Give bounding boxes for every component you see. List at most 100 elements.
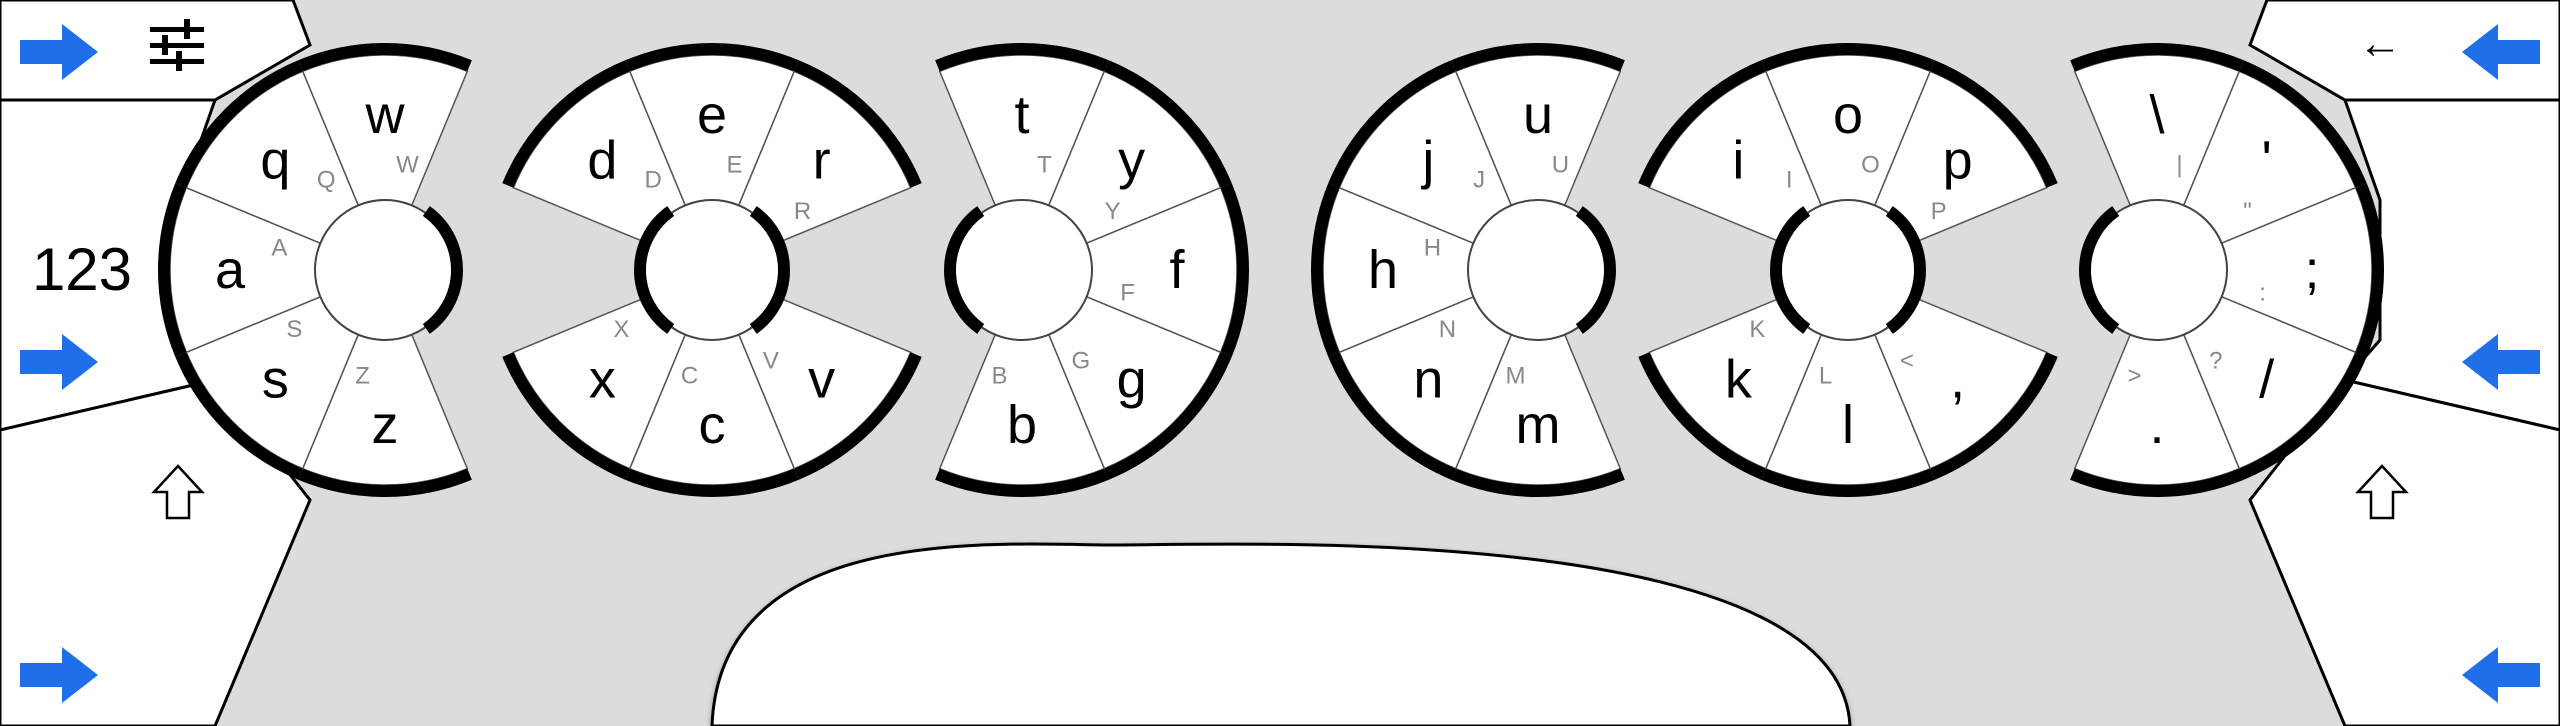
key-main-label: o — [1833, 85, 1863, 145]
hub-arc-left — [1770, 206, 1811, 334]
key-main-label: k — [1725, 350, 1753, 410]
key-main-label: h — [1368, 240, 1398, 300]
key-sub-label: < — [1900, 348, 1914, 375]
key-sub-label: G — [1071, 348, 1090, 375]
key-sub-label: M — [1506, 363, 1526, 390]
key-main-label: p — [1943, 130, 1973, 190]
wheel-rim — [1930, 352, 2058, 480]
key-sub-label: | — [2176, 151, 2182, 178]
key-sub-label: > — [2128, 363, 2142, 390]
key-main-label: , — [1950, 350, 1965, 410]
wheel-rim — [1328, 352, 1456, 480]
key-main-label: w — [365, 85, 406, 145]
hub-arc-left — [2079, 206, 2120, 334]
key-sub-label: N — [1439, 316, 1456, 343]
key-main-label: g — [1117, 350, 1147, 410]
key-sub-label: B — [992, 363, 1008, 390]
key-sub-label: A — [271, 235, 287, 262]
wheel-rim — [1220, 183, 1249, 357]
hub-arc-left — [634, 206, 675, 334]
wheel-rim — [794, 352, 922, 480]
wheel-rim — [1930, 60, 2058, 188]
key-main-label: s — [262, 350, 289, 410]
wheel-rim — [1761, 468, 1935, 497]
key-main-label: z — [372, 395, 399, 455]
key-main-label: e — [697, 85, 727, 145]
wheel-rim — [1451, 468, 1625, 497]
wheel-rim — [625, 468, 799, 497]
key-main-label: / — [2259, 350, 2274, 410]
key-sub-label: Z — [355, 363, 370, 390]
wheel-rim — [935, 43, 1109, 72]
key-main-label: \ — [2149, 85, 2164, 145]
wheel-rim — [298, 43, 472, 72]
wheel-rim — [2070, 468, 2244, 497]
wheel-rim — [1451, 43, 1625, 72]
key-main-label: y — [1118, 130, 1145, 190]
wheel-rim — [1104, 352, 1232, 480]
wheel-rim — [1761, 43, 1935, 72]
key-sub-label: F — [1120, 279, 1135, 306]
hub-arc-right — [749, 206, 790, 334]
key-sub-label: ? — [2209, 348, 2222, 375]
key-sub-label: L — [1819, 363, 1832, 390]
wheel-rim — [2239, 352, 2367, 480]
wheel-rim — [935, 468, 1109, 497]
sliders-icon[interactable] — [150, 19, 204, 71]
key-main-label: b — [1007, 395, 1037, 455]
wheel-rim — [502, 352, 630, 480]
key-main-label: ' — [2261, 130, 2271, 190]
wheel-rim — [1104, 60, 1232, 188]
backspace-arrow-icon[interactable]: ← — [2358, 19, 2402, 68]
key-main-label: j — [1420, 130, 1434, 190]
left-shift-key[interactable] — [0, 378, 312, 726]
wheel-rim — [2070, 43, 2244, 72]
key-sub-label: X — [613, 316, 629, 343]
wheel-rim — [794, 60, 922, 188]
key-main-label: x — [589, 350, 616, 410]
wheel-6: \ | ' ";: /?. > — [2070, 43, 2384, 497]
wheel-rim — [175, 60, 303, 188]
key-main-label: r — [813, 130, 831, 190]
right-middle-key[interactable] — [2342, 98, 2560, 432]
key-main-label: a — [215, 240, 246, 300]
key-main-label: . — [2149, 395, 2164, 455]
wheel-rim — [175, 352, 303, 480]
key-main-label: i — [1732, 130, 1744, 190]
key-sub-label: Q — [317, 166, 336, 193]
wheel-rim — [1328, 60, 1456, 188]
key-sub-label: U — [1552, 151, 1569, 178]
spacebar[interactable] — [710, 542, 1852, 726]
key-main-label: ; — [2304, 240, 2319, 300]
key-sub-label: K — [1749, 316, 1765, 343]
key-sub-label: I — [1786, 166, 1793, 193]
key-sub-label: : — [2259, 279, 2266, 306]
key-sub-label: S — [286, 316, 302, 343]
wheel-rim — [1638, 60, 1766, 188]
right-shift-key[interactable] — [2248, 378, 2560, 726]
wheel-rim — [2355, 183, 2384, 357]
right-backspace-key[interactable] — [2248, 0, 2560, 102]
left-settings-key[interactable] — [0, 0, 312, 102]
wheel-rim — [502, 60, 630, 188]
key-main-label: m — [1516, 395, 1561, 455]
key-sub-label: T — [1037, 151, 1052, 178]
key-sub-label: C — [681, 363, 698, 390]
wheel-rim — [1311, 183, 1340, 357]
key-sub-label: " — [2243, 198, 2252, 225]
wheel-rim — [2239, 60, 2367, 188]
key-main-label: f — [1169, 240, 1185, 300]
key-main-label: c — [699, 395, 726, 455]
hub-arc-right — [1575, 206, 1616, 334]
key-sub-label: V — [763, 348, 779, 375]
key-sub-label: D — [645, 166, 662, 193]
key-main-label: n — [1413, 350, 1443, 410]
key-main-label: q — [260, 130, 290, 190]
key-sub-label: H — [1424, 235, 1441, 262]
